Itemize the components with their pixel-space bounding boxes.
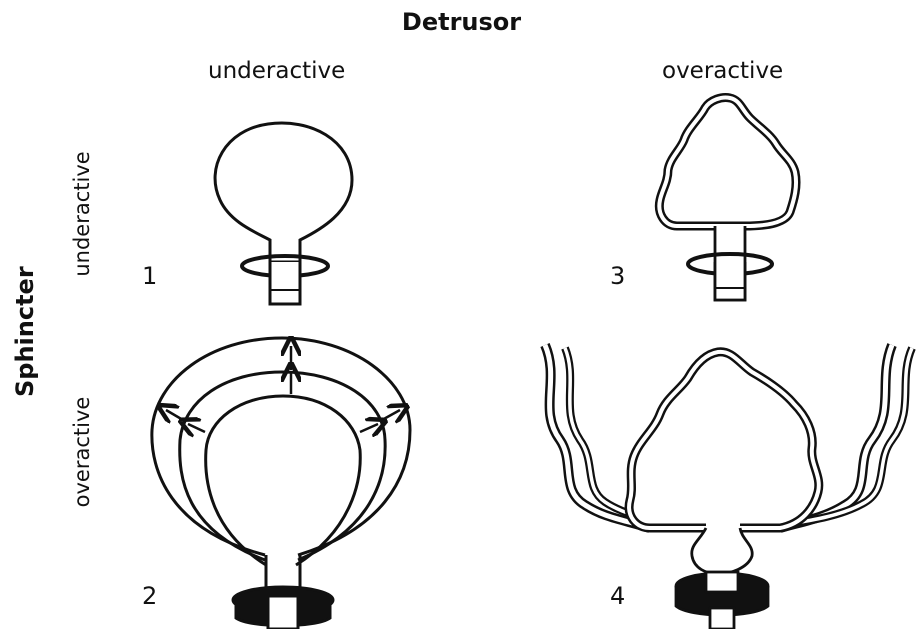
panel-number-1: 1 [142, 262, 158, 290]
column-header-underactive: underactive [208, 58, 346, 84]
panel-number-2: 2 [142, 582, 158, 610]
trabeculated-bladder-with-reflux-icon [540, 343, 916, 629]
small-trabeculated-bladder-icon [654, 93, 801, 302]
column-header-overactive: overactive [662, 58, 784, 84]
panel-number-3: 3 [610, 262, 626, 290]
distended-bladder-with-arrows-icon [150, 338, 410, 629]
large-smooth-bladder-icon [213, 121, 354, 306]
detrusor-title: Detrusor [401, 8, 522, 36]
panel-number-4: 4 [610, 582, 626, 610]
